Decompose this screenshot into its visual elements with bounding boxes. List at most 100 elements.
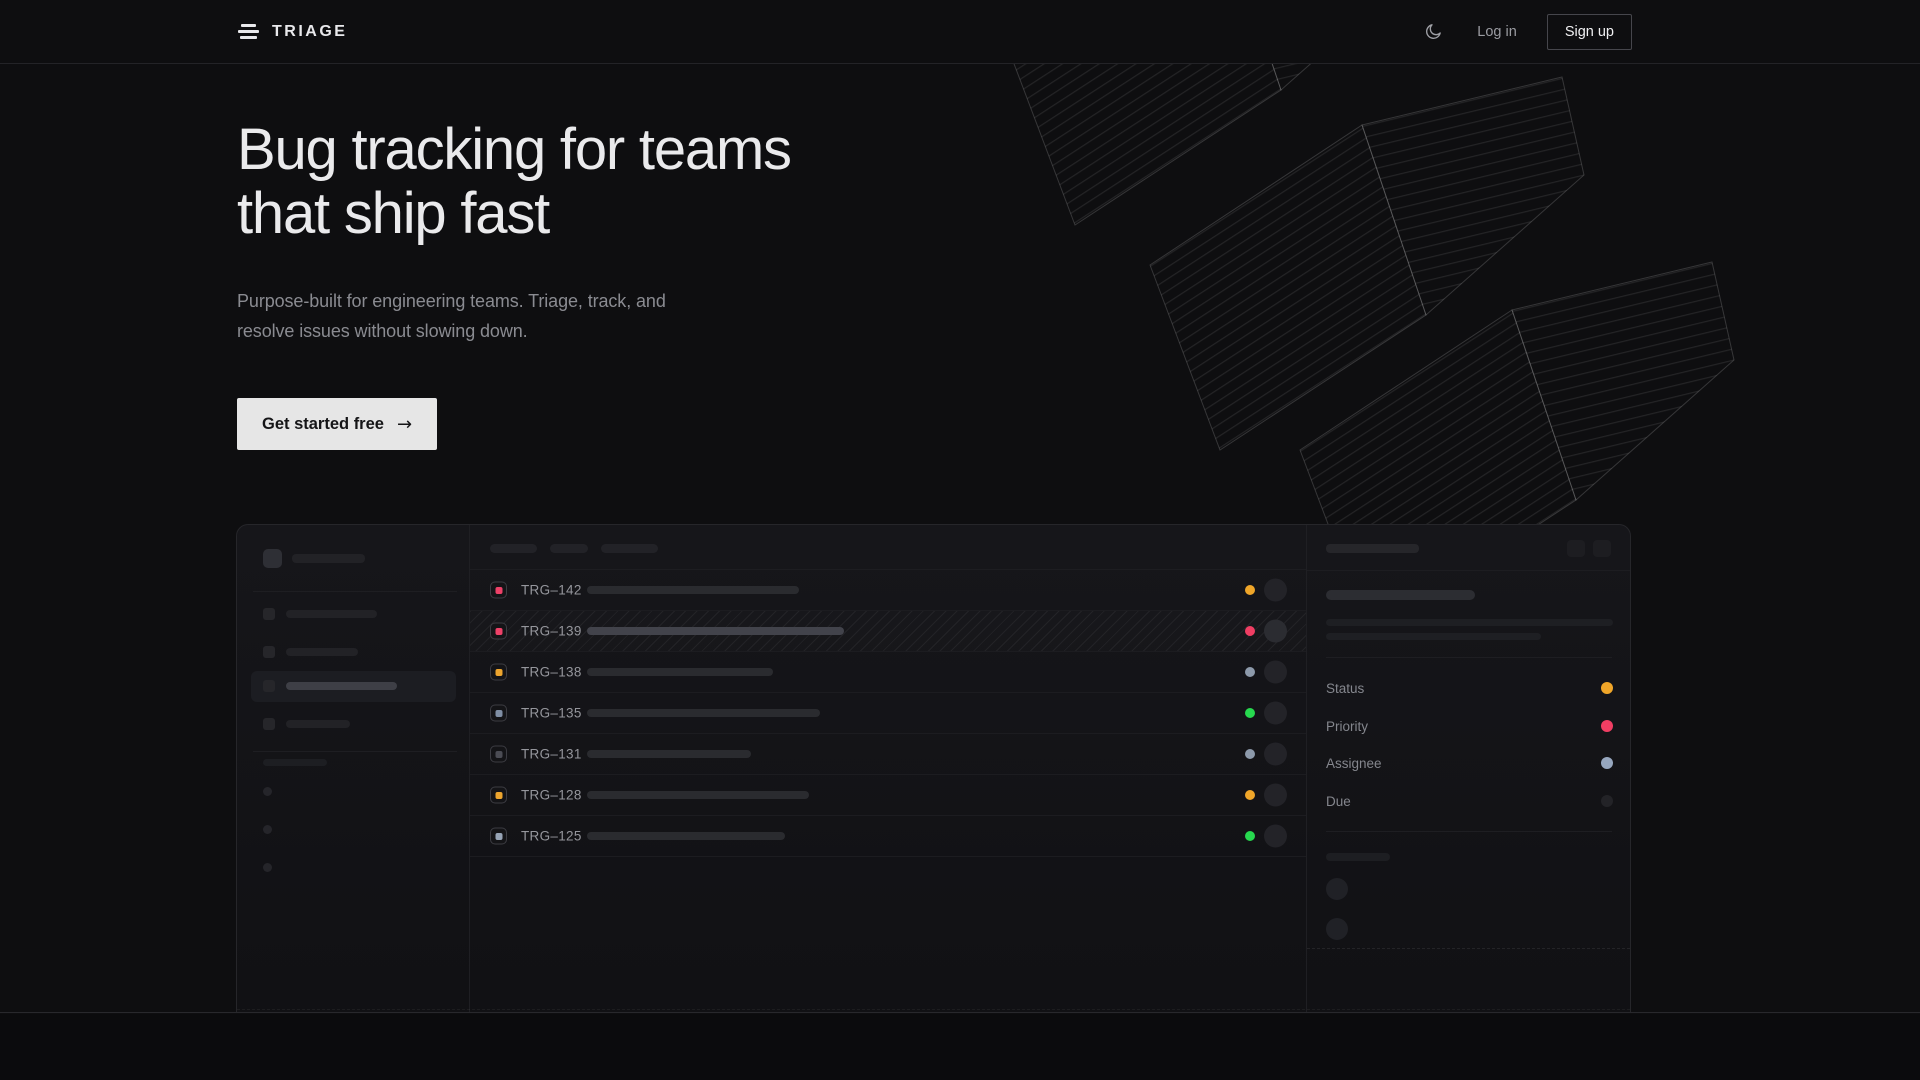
mockup-sidebar	[237, 525, 470, 1012]
nav-icon-skeleton	[263, 646, 275, 658]
issue-id: TRG–138	[521, 664, 582, 680]
status-dot	[1245, 667, 1255, 677]
panel-button-skeleton	[1567, 540, 1585, 557]
divider	[1326, 831, 1612, 832]
hero-subtitle: Purpose-built for engineering teams. Tri…	[237, 286, 666, 346]
skeleton-bar	[286, 610, 377, 618]
skeleton-bar	[286, 682, 397, 690]
brand-logo[interactable]: TRIAGE	[237, 23, 347, 41]
issue-id: TRG–142	[521, 582, 582, 598]
field-row-priority: Priority	[1326, 714, 1613, 738]
signup-button[interactable]: Sign up	[1546, 13, 1632, 50]
assignee-avatar	[1264, 824, 1287, 848]
issue-title-skeleton	[587, 627, 844, 635]
header-actions: Log in Sign up	[1419, 13, 1632, 50]
tab-skeleton	[601, 544, 658, 553]
field-label: Due	[1326, 793, 1351, 809]
login-link[interactable]: Log in	[1477, 23, 1517, 40]
issue-type-icon	[490, 622, 507, 640]
status-dot	[1245, 585, 1255, 595]
page-title-line2: that ship fast	[237, 181, 550, 246]
assignee-avatar	[1264, 660, 1287, 684]
assignee-dot	[1601, 757, 1613, 769]
issue-id: TRG–139	[521, 623, 582, 639]
issue-type-icon	[490, 704, 507, 722]
field-label: Assignee	[1326, 755, 1382, 771]
issue-row: TRG–139	[470, 611, 1306, 652]
issue-list-header	[470, 525, 1306, 570]
skeleton-bar	[1326, 853, 1390, 861]
workspace-avatar-skeleton	[263, 549, 282, 568]
issue-type-icon	[490, 827, 507, 845]
page-title-line1: Bug tracking for teams	[237, 117, 792, 182]
theme-toggle-button[interactable]	[1419, 18, 1447, 46]
assignee-avatar	[1264, 701, 1287, 725]
field-row-assignee: Assignee	[1326, 751, 1613, 775]
divider	[1326, 657, 1612, 658]
issue-row: TRG–135	[470, 693, 1306, 734]
next-section-band	[0, 1014, 1920, 1080]
assignee-avatar	[1264, 578, 1287, 602]
moon-icon	[1423, 22, 1443, 42]
issue-id: TRG–125	[521, 828, 582, 844]
tab-skeleton	[550, 544, 588, 553]
comment-avatar-skeleton	[1326, 918, 1348, 940]
status-dot	[1245, 790, 1255, 800]
section-label-skeleton	[263, 759, 327, 766]
status-dot	[1245, 626, 1255, 636]
issue-title-skeleton	[587, 668, 773, 676]
nav-icon-skeleton	[263, 718, 275, 730]
issue-type-icon	[490, 581, 507, 599]
hero-subtitle-line2: resolve issues without slowing down.	[237, 321, 528, 341]
field-row-due: Due	[1326, 789, 1613, 813]
issue-title-skeleton	[1326, 590, 1475, 600]
list-dot-skeleton	[263, 787, 272, 796]
issue-row: TRG–142	[470, 570, 1306, 611]
assignee-avatar	[1264, 619, 1287, 643]
status-dot	[1245, 708, 1255, 718]
field-label: Priority	[1326, 718, 1369, 734]
skeleton-bar	[286, 648, 358, 656]
issue-type-icon	[490, 745, 507, 763]
issue-row: TRG–125	[470, 816, 1306, 857]
skeleton-bar	[1326, 619, 1613, 626]
issue-row: TRG–138	[470, 652, 1306, 693]
field-row-status: Status	[1326, 676, 1613, 700]
page-title: Bug tracking for teams that ship fast	[237, 117, 792, 246]
nav-icon-skeleton	[263, 680, 275, 692]
get-started-button[interactable]: Get started free →	[237, 398, 438, 450]
issue-title-skeleton	[587, 709, 820, 717]
panel-button-skeleton	[1593, 540, 1611, 557]
detail-panel-header	[1307, 525, 1630, 571]
skeleton-bar	[286, 720, 350, 728]
dashed-divider	[237, 1009, 1630, 1010]
issue-type-icon	[490, 786, 507, 804]
skeleton-bar	[292, 554, 365, 563]
hero-subtitle-line1: Purpose-built for engineering teams. Tri…	[237, 291, 666, 311]
issue-title-skeleton	[587, 791, 809, 799]
field-label: Status	[1326, 680, 1365, 696]
divider	[253, 751, 457, 752]
triage-logo-icon	[237, 24, 259, 39]
issue-type-icon	[490, 663, 507, 681]
status-dot	[1601, 682, 1613, 694]
issue-list: TRG–142 TRG–139 TRG–138 TR	[470, 525, 1306, 1012]
issue-row: TRG–128	[470, 775, 1306, 816]
issue-id: TRG–128	[521, 787, 582, 803]
issue-id: TRG–135	[521, 705, 582, 721]
site-header: TRIAGE Log in Sign up	[0, 0, 1920, 64]
assignee-avatar	[1264, 783, 1287, 807]
skeleton-bar	[1326, 544, 1419, 553]
nav-icon-skeleton	[263, 608, 275, 620]
status-dot	[1245, 749, 1255, 759]
priority-dot	[1601, 720, 1613, 732]
list-dot-skeleton	[263, 863, 272, 872]
divider	[253, 591, 457, 592]
due-dot	[1601, 795, 1613, 807]
get-started-label: Get started free	[262, 414, 384, 433]
assignee-avatar	[1264, 742, 1287, 766]
dashed-divider	[1307, 948, 1630, 949]
brand-name: TRIAGE	[272, 22, 348, 40]
status-dot	[1245, 831, 1255, 841]
issue-row: TRG–131	[470, 734, 1306, 775]
